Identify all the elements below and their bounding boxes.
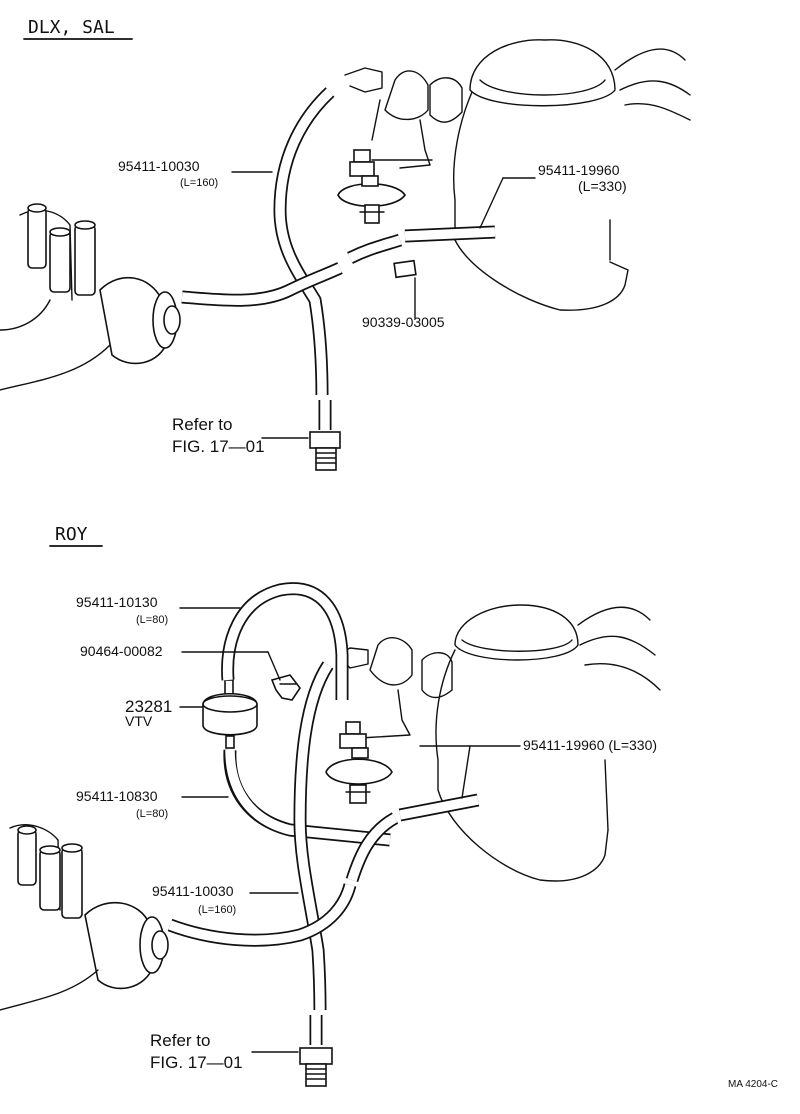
refer-figure-label: FIG. 17—01 <box>172 437 265 456</box>
refer-to-label: Refer to <box>150 1031 210 1050</box>
callout-length-l80b: (L=80) <box>136 808 168 820</box>
vacuum-valve-roy <box>325 721 393 804</box>
leaders-dlx <box>231 159 536 439</box>
refer-to-label: Refer to <box>172 415 232 434</box>
callout-part-95411-10130: 95411-10130 <box>76 594 158 610</box>
callout-name-vtv: VTV <box>125 713 153 729</box>
figure-code: MA 4204-C <box>728 1079 778 1090</box>
section-title-dlx: DLX, SAL <box>28 17 115 38</box>
callout-part-95411-19960: 95411-19960 (L=330) <box>523 737 657 753</box>
fitting-roy <box>299 1047 333 1087</box>
callout-part-95411-19960: 95411-19960 <box>538 162 620 178</box>
callout-part-90464-00082: 90464-00082 <box>80 643 163 659</box>
callout-length-l330: (L=330) <box>578 178 627 194</box>
callout-part-95411-10030: 95411-10030 <box>118 158 200 174</box>
distributor-illustration-dlx <box>0 203 181 391</box>
callout-length-l160: (L=160) <box>198 904 236 916</box>
hoses-dlx <box>181 87 496 430</box>
distributor-illustration-roy <box>0 824 169 1011</box>
callout-length-l80: (L=80) <box>136 614 168 626</box>
carburetor-illustration <box>344 39 691 311</box>
section-roy: ROY <box>0 524 661 1087</box>
section-dlx-sal: DLX, SAL <box>0 17 691 471</box>
refer-figure-label: FIG. 17—01 <box>150 1053 243 1072</box>
leaders-roy <box>179 607 521 1053</box>
callout-part-90339-03005: 90339-03005 <box>362 314 445 330</box>
callout-length-l160: (L=160) <box>180 177 218 189</box>
section-title-roy: ROY <box>55 524 88 545</box>
carburetor-illustration-roy <box>337 604 661 882</box>
callout-part-23281: 23281 <box>125 697 172 716</box>
fitting-dlx <box>309 431 341 471</box>
hose-clip <box>270 674 301 701</box>
vacuum-valve-dlx <box>337 149 406 224</box>
hoses-roy <box>167 582 480 1045</box>
callout-part-95411-10830: 95411-10830 <box>76 788 158 804</box>
vtv-valve <box>202 679 258 749</box>
callout-part-95411-10030: 95411-10030 <box>152 883 234 899</box>
